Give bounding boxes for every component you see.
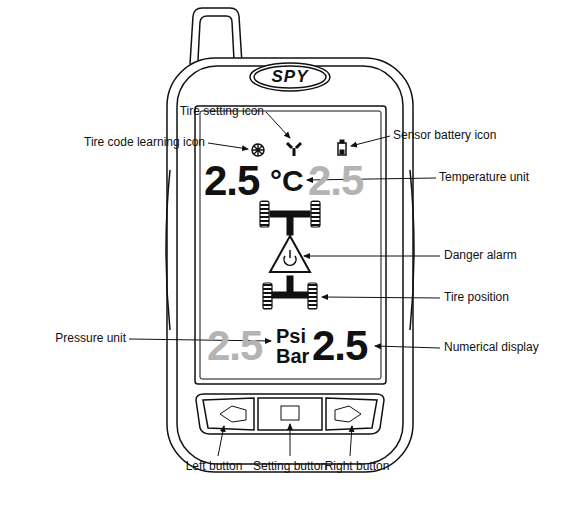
device-part [203, 398, 254, 430]
device-part [252, 144, 264, 156]
device-part [263, 283, 272, 309]
device-part [167, 58, 413, 472]
pressure-unit: Bar [276, 346, 309, 366]
callout-label: Sensor battery icon [393, 129, 496, 142]
device-part [340, 150, 344, 154]
device-part [287, 217, 293, 235]
callout-label: Tire position [444, 291, 509, 304]
device-part [304, 256, 440, 257]
pressure-unit: Psi [276, 326, 306, 346]
temperature-unit: °C [270, 166, 304, 196]
device-part [351, 136, 390, 146]
numeric-display: 2.5 [207, 325, 262, 367]
leader-lines [129, 112, 440, 456]
device-part [200, 111, 381, 379]
callout-label: Pressure unit [55, 332, 126, 345]
device-part [287, 143, 301, 156]
button-label: Right button [325, 460, 390, 473]
callout-label: Tire code learning icon [84, 136, 205, 149]
device-part [350, 426, 352, 456]
numeric-display: 2.5 [308, 160, 363, 202]
device-part [252, 144, 264, 156]
device-part [308, 283, 317, 309]
device-part [260, 201, 269, 227]
device-part [326, 398, 377, 430]
device-part [335, 406, 361, 422]
device-part [281, 406, 299, 420]
callout-label: Tire setting icon [180, 105, 264, 118]
callout-label: Temperature unit [439, 171, 529, 184]
device-part [166, 170, 170, 330]
lcd-icons [252, 140, 346, 156]
device-part [270, 211, 310, 217]
callout-label: Danger alarm [444, 249, 517, 262]
device-part [272, 292, 308, 298]
device-part [289, 250, 291, 258]
device-part [270, 236, 310, 272]
button-label: Setting button [253, 460, 327, 473]
device-part [218, 426, 224, 456]
tire-position-chassis [260, 201, 320, 309]
device-part [338, 143, 346, 155]
device-part [375, 346, 440, 348]
button-label: Left button [186, 460, 243, 473]
device-part [195, 106, 386, 384]
device-part [220, 406, 246, 422]
numeric-display: 2.5 [204, 160, 259, 202]
brand-logo: SPY [271, 68, 308, 87]
numeric-display: 2.5 [312, 325, 367, 367]
device-part [311, 201, 320, 227]
device-part [290, 424, 291, 456]
housing [166, 8, 414, 472]
device-part [190, 8, 242, 64]
device-part [208, 143, 248, 149]
device-part [287, 276, 293, 294]
device-part [340, 140, 344, 143]
device-part [322, 297, 440, 298]
device-part [250, 63, 330, 91]
callout-label: Numerical display [444, 341, 539, 354]
device-part [266, 112, 290, 138]
device-part [198, 16, 234, 60]
device-part [254, 66, 326, 88]
device-part [410, 170, 414, 330]
device-part [177, 66, 403, 464]
